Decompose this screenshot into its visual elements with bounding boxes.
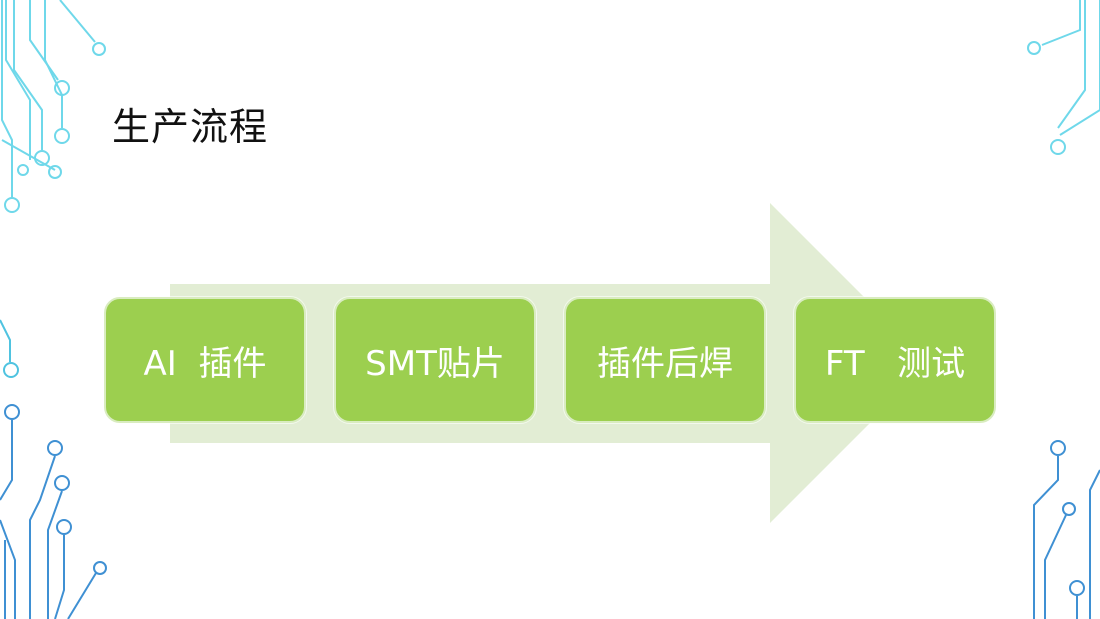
- step-label: FT 测试: [824, 343, 966, 384]
- top-left-circuit-icon: [1, 0, 106, 213]
- step-ai-insertion: AI 插件: [104, 297, 306, 423]
- mid-left-circuit-icon: [0, 319, 19, 378]
- step-label: 插件后焊: [597, 343, 733, 384]
- step-ft-testing: FT 测试: [794, 297, 996, 423]
- step-label: SMT贴片: [365, 343, 505, 384]
- page-title: 生产流程: [112, 105, 269, 149]
- top-right-circuit-icon: [1027, 0, 1100, 155]
- bottom-left-circuit-icon: [0, 404, 107, 619]
- step-smt-placement: SMT贴片: [334, 297, 536, 423]
- bottom-right-circuit-icon: [1033, 440, 1100, 619]
- step-label: AI 插件: [143, 343, 267, 384]
- step-post-soldering: 插件后焊: [564, 297, 766, 423]
